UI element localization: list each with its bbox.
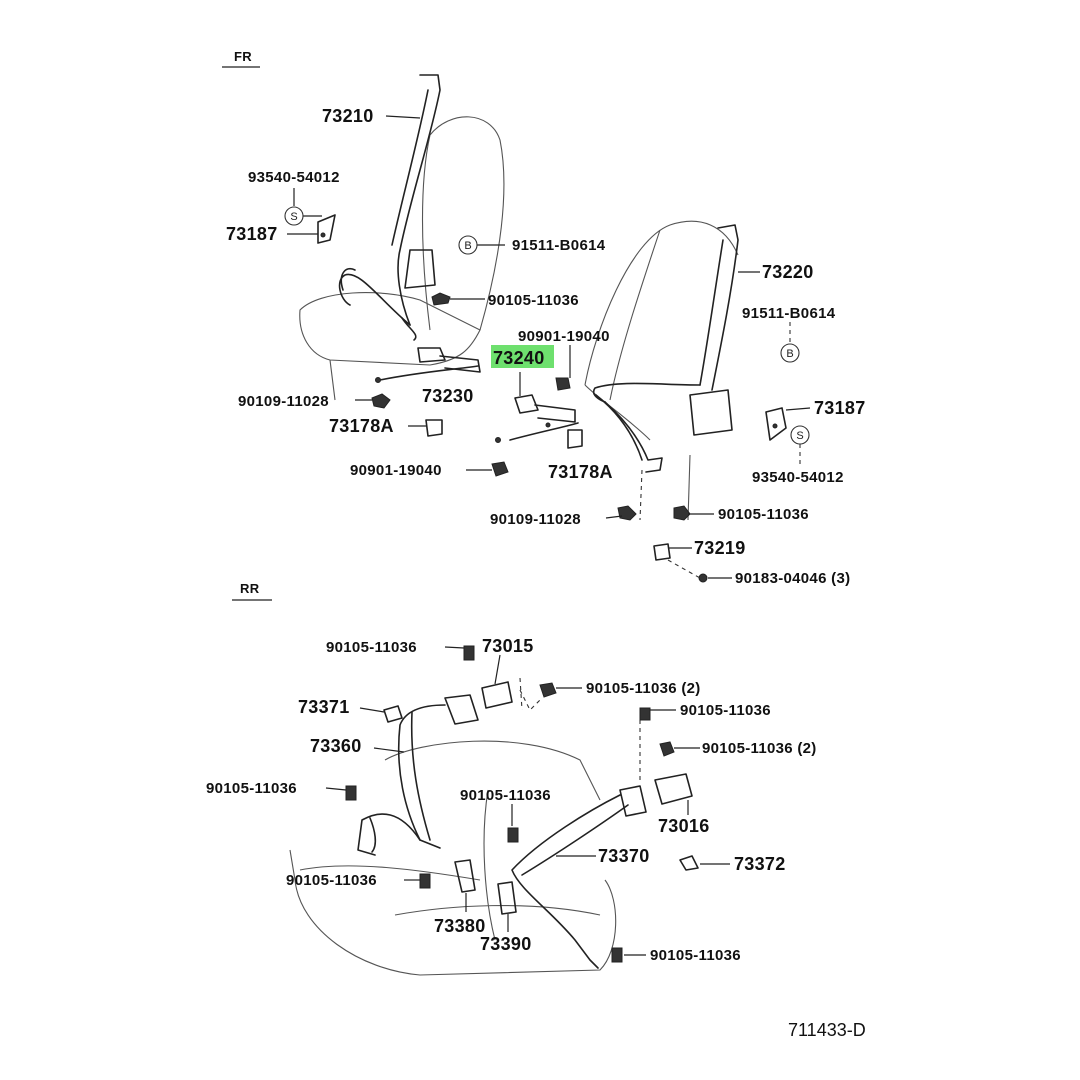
label-93540-right: 93540-54012 <box>752 469 844 486</box>
rear-left-belt-73360 <box>357 694 479 856</box>
label-90105-j: 90105-11036 <box>650 947 741 964</box>
rear-guide-73371 <box>383 705 403 723</box>
label-73370: 73370 <box>598 846 650 866</box>
front-left-fasteners <box>371 292 451 437</box>
rear-seat-outline <box>289 689 617 976</box>
label-73016: 73016 <box>658 816 710 836</box>
label-91511-left: 91511-B0614 <box>512 237 606 254</box>
label-90109-right: 90109-11028 <box>490 511 581 528</box>
label-73187-left: 73187 <box>226 224 278 244</box>
label-90105-b: 90105-11036 <box>718 506 809 523</box>
front-left-seat-outline <box>299 116 505 401</box>
label-90105-i: 90105-11036 <box>286 872 377 889</box>
rear-buckles-73380-73390 <box>454 855 699 915</box>
label-73360: 73360 <box>310 736 362 756</box>
label-73390: 73390 <box>480 934 532 954</box>
label-73372: 73372 <box>734 854 786 874</box>
label-73220: 73220 <box>762 262 814 282</box>
label-93540-left: 93540-54012 <box>248 169 340 186</box>
label-73210: 73210 <box>322 106 374 126</box>
rear-anchor-73015 <box>481 677 523 711</box>
front-left-buckle-73230 <box>379 347 481 381</box>
svg-text:S: S <box>290 211 297 223</box>
label-73178A-right: 73178A <box>548 462 613 482</box>
rear-anchor-73016 <box>639 720 693 805</box>
front-right-seat-outline <box>584 220 739 521</box>
marker-s-right: S <box>790 425 810 445</box>
front-right-belt-73220 <box>592 224 739 473</box>
highlight-73240 <box>491 345 554 368</box>
svg-text:B: B <box>786 348 793 360</box>
rear-part-labels: 90105-11036 73015 90105-11036 (2) 73371 … <box>206 636 817 964</box>
label-90105-a: 90105-11036 <box>488 292 579 309</box>
marker-s-left: S <box>284 206 304 226</box>
label-90183: 90183-04046 (3) <box>735 570 850 587</box>
label-90105-e: 90105-11036 <box>680 702 771 719</box>
label-90901-a: 90901-19040 <box>518 328 610 345</box>
rear-right-belt-73370 <box>511 785 647 969</box>
label-73240: 73240 <box>493 348 545 368</box>
label-90105-d: 90105-11036 (2) <box>586 680 701 697</box>
section-rear-label: RR <box>240 581 260 596</box>
front-right-anchor-73187 <box>765 407 787 441</box>
front-right-fasteners <box>617 505 708 583</box>
label-73371: 73371 <box>298 697 350 717</box>
rear-fasteners <box>345 645 675 963</box>
label-90109-left: 90109-11028 <box>238 393 329 410</box>
front-left-belt-73210 <box>338 74 441 341</box>
label-90901-b: 90901-19040 <box>350 462 442 479</box>
label-73380: 73380 <box>434 916 486 936</box>
label-73178A-left: 73178A <box>329 416 394 436</box>
label-90105-g: 90105-11036 <box>206 780 297 797</box>
svg-text:B: B <box>464 240 471 252</box>
front-center-buckle-73240 <box>491 377 583 477</box>
label-73219: 73219 <box>694 538 746 558</box>
label-73187-right: 73187 <box>814 398 866 418</box>
label-91511-right: 91511-B0614 <box>742 305 836 322</box>
section-front-label: FR <box>234 49 252 64</box>
marker-b-left: B <box>458 235 478 255</box>
label-73015: 73015 <box>482 636 534 656</box>
leader-lines <box>287 115 811 956</box>
label-90105-c: 90105-11036 <box>326 639 417 656</box>
svg-text:S: S <box>796 430 803 442</box>
label-90105-f: 90105-11036 (2) <box>702 740 817 757</box>
diagram-code: 711433-D <box>788 1020 866 1040</box>
label-73230: 73230 <box>422 386 474 406</box>
label-90105-h: 90105-11036 <box>460 787 551 804</box>
marker-b-right: B <box>780 343 800 363</box>
front-left-anchor-73187 <box>317 214 336 244</box>
front-part-labels: 73210 93540-54012 73187 91511-B0614 9010… <box>226 106 866 587</box>
